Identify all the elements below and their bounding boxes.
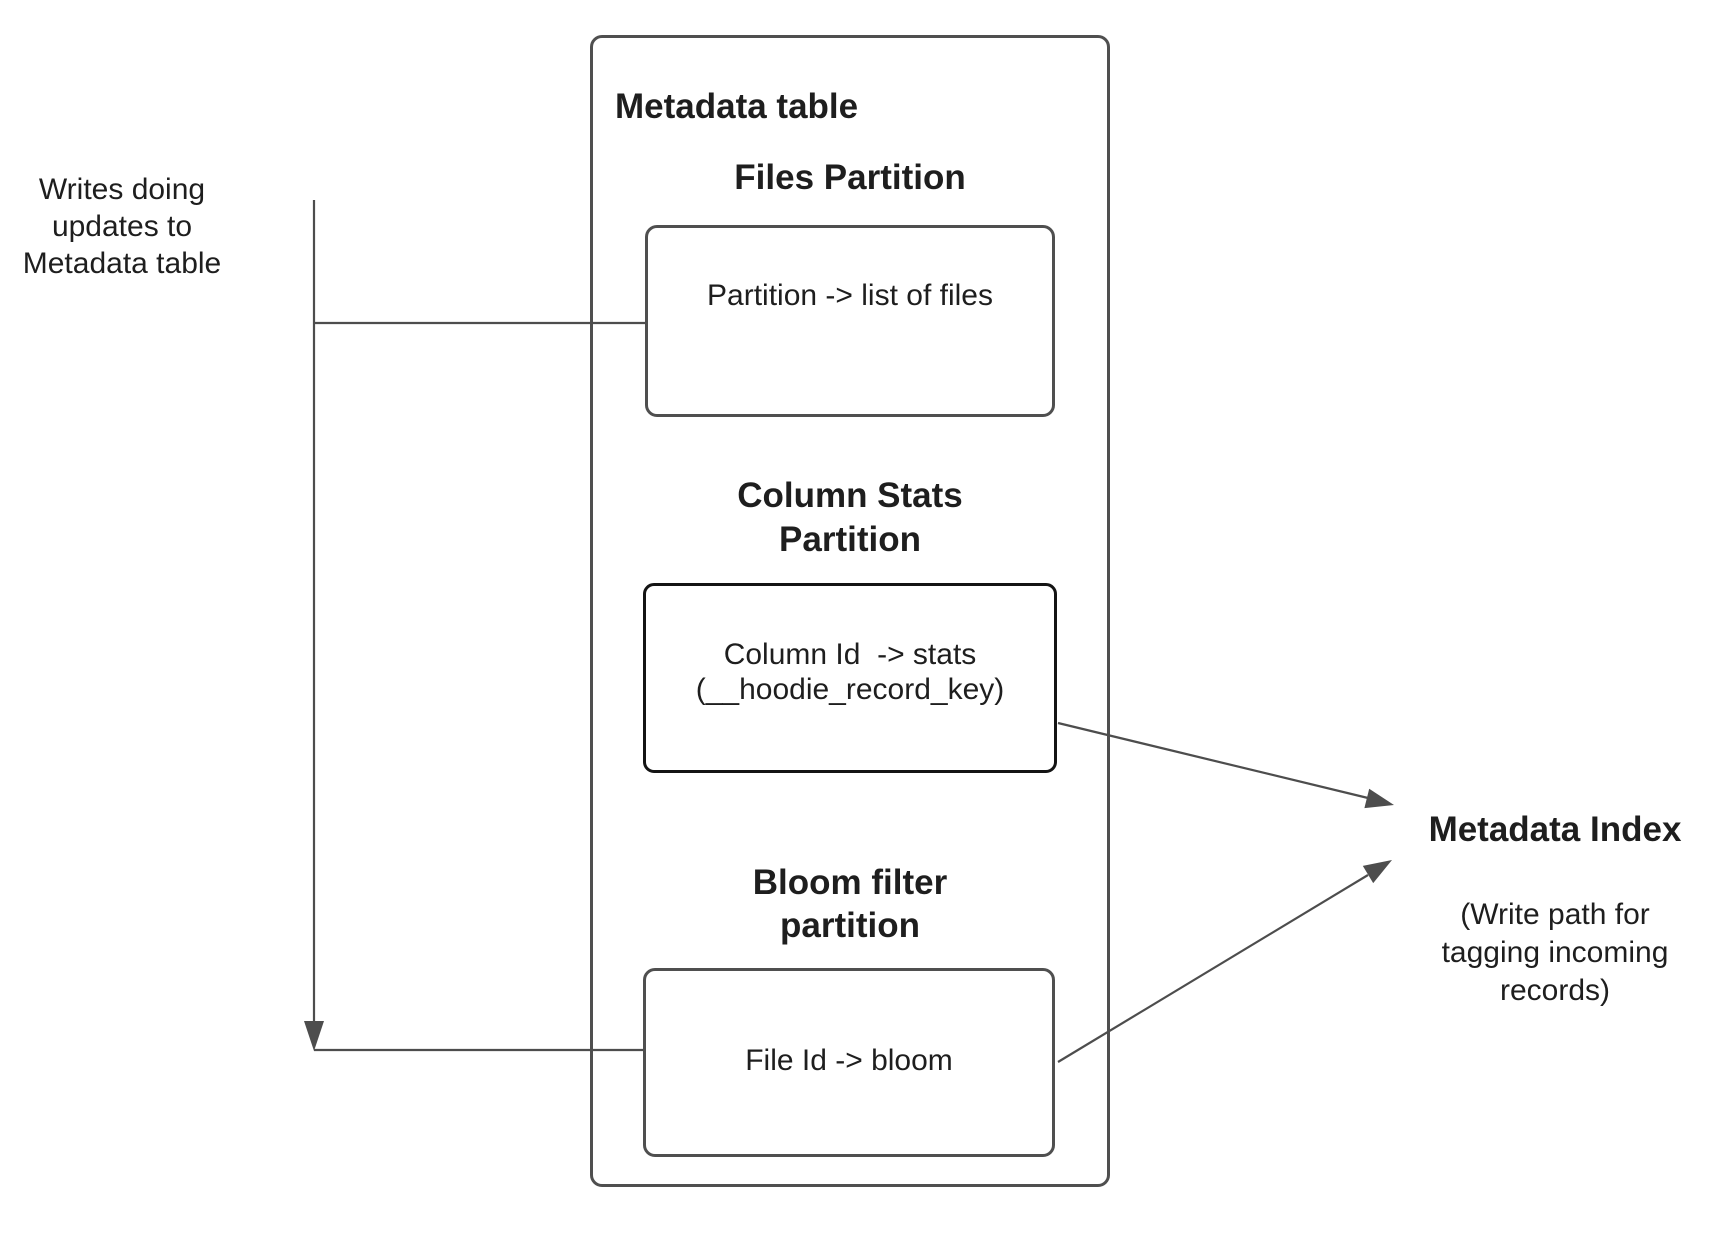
bloom-to-index-arrowhead-icon <box>1362 860 1392 884</box>
stats-to-index-arrowhead-icon <box>1364 788 1394 809</box>
files-partition-body: Partition -> list of files <box>645 278 1055 314</box>
metadata-index-subtitle-line: tagging incoming <box>1441 936 1669 969</box>
bloom-filter-partition-heading: Bloom filter partition <box>645 861 1055 947</box>
metadata-index-subtitle-line: records) <box>1499 974 1611 1007</box>
writes-updates-note-line: Metadata table <box>22 247 222 280</box>
bloom-filter-partition-body: File Id -> bloom <box>643 1043 1055 1079</box>
bloom-filter-partition-body-line: File Id -> bloom <box>745 1044 953 1077</box>
column-stats-partition-heading-line: Partition <box>779 520 921 559</box>
writes-updates-note-line: updates to <box>51 210 193 243</box>
metadata-table-box <box>590 35 1110 1187</box>
files-partition-heading: Files Partition <box>734 158 966 197</box>
column-stats-partition-body-line: (__hoodie_record_key) <box>695 673 1005 706</box>
column-stats-partition-body: Column Id -> stats (__hoodie_record_key) <box>643 637 1057 707</box>
column-stats-partition-body-line: Column Id -> stats <box>723 638 977 671</box>
writes-updates-note-line: Writes doing <box>38 173 206 206</box>
bloom-filter-partition-heading-line: partition <box>780 906 920 945</box>
bloom-filter-partition-heading-line: Bloom filter <box>752 863 948 902</box>
column-stats-partition-box <box>643 583 1057 773</box>
metadata-index-title: Metadata Index <box>1428 810 1682 849</box>
down-arrowhead-icon <box>304 1021 324 1051</box>
writes-updates-note: Writes doing updates to Metadata table <box>12 171 232 282</box>
metadata-index-subtitle: (Write path for tagging incoming records… <box>1385 896 1718 1010</box>
column-stats-partition-heading-line: Column Stats <box>737 476 963 515</box>
bloom-filter-partition-box <box>643 968 1055 1157</box>
files-partition-box <box>645 225 1055 417</box>
column-stats-partition-heading: Column Stats Partition <box>645 474 1055 562</box>
files-partition-body-line: Partition -> list of files <box>707 279 993 312</box>
metadata-index-subtitle-line: (Write path for <box>1460 898 1650 931</box>
metadata-table-title: Metadata table <box>615 87 859 126</box>
